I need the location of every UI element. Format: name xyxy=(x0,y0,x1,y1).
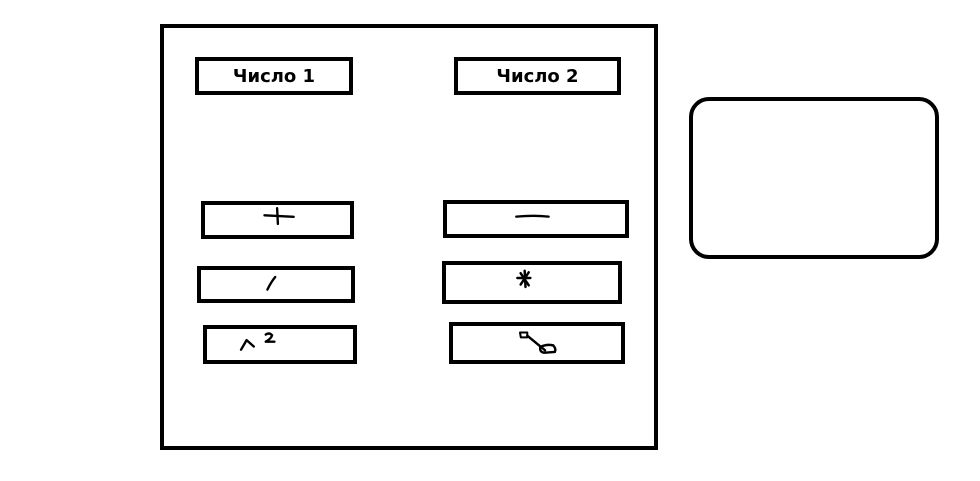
multiply-button[interactable] xyxy=(442,261,622,304)
fraction-button[interactable] xyxy=(449,322,625,364)
caret-two-icon xyxy=(239,332,276,351)
plus-icon xyxy=(263,206,295,226)
divide-button[interactable] xyxy=(197,266,355,303)
slash-icon xyxy=(266,275,277,291)
add-button[interactable] xyxy=(201,201,354,239)
subtract-button[interactable] xyxy=(443,200,629,238)
minus-icon xyxy=(515,214,550,218)
number1-field[interactable]: Число 1 xyxy=(195,57,353,95)
asterisk-icon xyxy=(516,269,532,289)
square-button[interactable] xyxy=(203,325,357,364)
number2-field[interactable]: Число 2 xyxy=(454,57,621,95)
result-display xyxy=(689,97,939,259)
fraction-icon xyxy=(518,331,557,354)
